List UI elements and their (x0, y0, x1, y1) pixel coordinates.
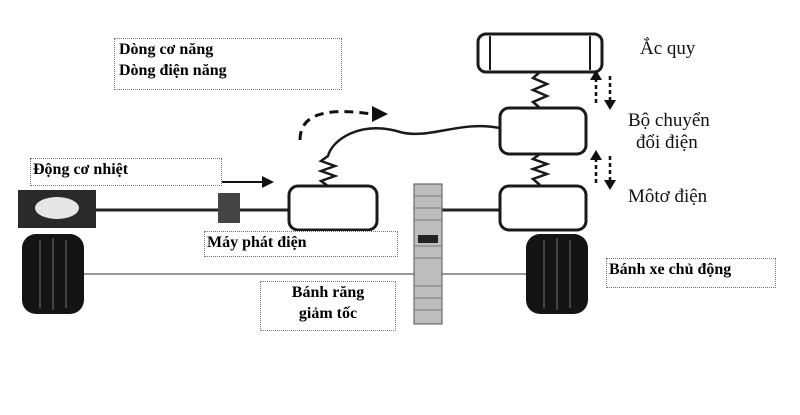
generator-box (287, 184, 379, 232)
reduction-gear-label: Bánh răng giảm tốc (260, 281, 396, 331)
converter-motor-wire (529, 152, 551, 186)
generator-label: Máy phát điện (204, 231, 398, 257)
reduction-gear (413, 183, 443, 325)
converter-box (498, 106, 588, 156)
battery-box (476, 32, 604, 74)
legend-box: Dòng cơ năng Dòng điện năng (114, 38, 342, 90)
electric-flow-arrow (298, 110, 373, 141)
legend-mechanical-flow: Dòng cơ năng (119, 41, 214, 58)
motor-label: Môtơ điện (628, 186, 708, 207)
converter-label-line2: đổi điện (636, 132, 698, 153)
mechanical-flow-arrowhead (262, 176, 274, 188)
heat-engine-block (18, 190, 96, 228)
coupling-block (218, 193, 240, 223)
motor-box (498, 184, 588, 232)
drive-wheel (526, 234, 588, 314)
converter-motor-bidirectional-arrow (590, 150, 616, 190)
heat-engine-label: Động cơ nhiệt (30, 158, 222, 186)
converter-label-line1: Bộ chuyển (628, 110, 710, 131)
battery-label: Ắc quy (640, 38, 696, 59)
legend-electrical-flow: Dòng điện năng (119, 62, 227, 79)
electric-flow-arrowhead (372, 106, 388, 122)
battery-converter-bidirectional-arrow (590, 70, 616, 110)
generator-converter-wire (317, 124, 501, 188)
battery-converter-wire (529, 71, 551, 109)
left-wheel (22, 234, 84, 314)
converter-label: Bộ chuyển đổi điện (628, 110, 710, 154)
drive-wheel-label: Bánh xe chủ động (606, 258, 776, 288)
reduction-gear-label-line2: giảm tốc (298, 305, 358, 322)
reduction-gear-label-line1: Bánh răng (291, 284, 365, 301)
